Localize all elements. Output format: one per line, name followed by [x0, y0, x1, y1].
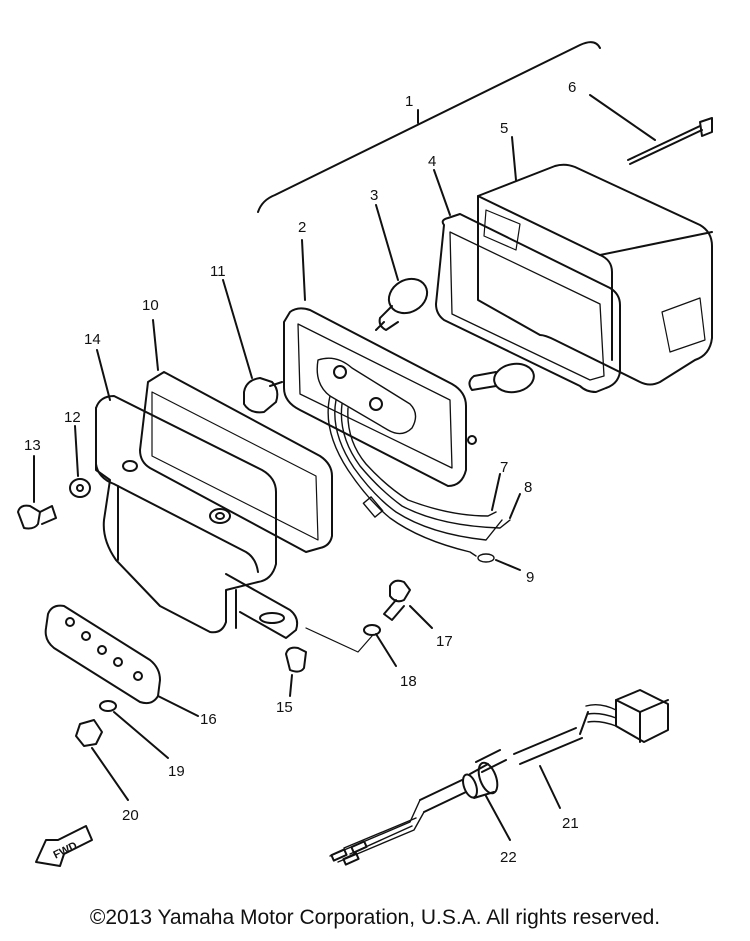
leader-7: [491, 473, 501, 511]
leader-11: [222, 279, 253, 379]
leader-6: [589, 94, 656, 141]
part-4-gasket: [435, 213, 621, 393]
part-19-washer: [99, 700, 117, 712]
leader-17: [409, 605, 433, 629]
part-label: 9: [526, 569, 534, 586]
part-label: 3: [370, 187, 378, 204]
part-bulb-2: [468, 362, 535, 394]
leader-18: [375, 633, 397, 667]
part-2-base-plate: [283, 307, 477, 487]
leader-15: [289, 674, 293, 697]
part-3-bulb: [375, 277, 429, 331]
part-label: 20: [122, 807, 139, 824]
leader-12: [74, 425, 79, 477]
leader-8: [509, 493, 521, 519]
tail-light-exploded-diagram: 1 2 3 4 5 6 7 8 9 10 11 12 13 14 15 16 1…: [17, 41, 713, 867]
part-13-bolt: [17, 504, 57, 530]
part-22-grommet: [329, 761, 499, 866]
part-label: 21: [562, 815, 579, 832]
part-18-washer: [363, 624, 381, 636]
part-label: 7: [500, 459, 508, 476]
assembly-line-18: [305, 627, 373, 653]
part-label: 8: [524, 479, 532, 496]
part-16-plate-bracket: [44, 604, 161, 705]
part-label: 12: [64, 409, 81, 426]
leader-16: [157, 695, 199, 717]
part-6-screw: [627, 117, 713, 165]
part-17-bolt: [383, 579, 411, 621]
leader-22: [485, 795, 511, 841]
part-12-washer: [69, 478, 91, 498]
part-label: 16: [200, 711, 217, 728]
part-15-spacer: [285, 646, 307, 673]
part-label: 17: [436, 633, 453, 650]
leader-14: [96, 349, 111, 401]
part-label: 13: [24, 437, 41, 454]
part-label: 11: [210, 263, 226, 280]
forward-arrow-icon: [35, 825, 93, 867]
part-label: 18: [400, 673, 417, 690]
part-11-socket: [243, 377, 283, 414]
part-label: 1: [405, 93, 413, 110]
part-label: 15: [276, 699, 293, 716]
part-label: 10: [142, 297, 159, 314]
leader-5: [511, 136, 517, 181]
copyright-notice: ©2013 Yamaha Motor Corporation, U.S.A. A…: [89, 906, 661, 929]
leader-9: [495, 559, 521, 571]
part-9-wire-harness: [327, 395, 511, 563]
leader-4: [433, 169, 451, 216]
part-label: 5: [500, 120, 508, 137]
leader-21: [539, 765, 561, 809]
part-label: 6: [568, 79, 576, 96]
part-10-gasket: [139, 371, 333, 553]
leader-3: [375, 204, 399, 281]
part-label: 2: [298, 219, 306, 236]
part-label: 4: [428, 153, 436, 170]
fwd-label: FWD: [51, 840, 79, 862]
part-21-sub-harness: [475, 689, 669, 773]
part-label: 14: [84, 331, 101, 348]
leader-19: [113, 711, 169, 759]
assembly-bracket: [257, 41, 601, 213]
part-14-housing: [95, 395, 299, 639]
leader-10: [152, 319, 159, 371]
part-label: 22: [500, 849, 517, 866]
part-label: 19: [168, 763, 185, 780]
leader-20: [91, 747, 129, 801]
part-20-nut: [75, 719, 103, 747]
leader-2: [301, 239, 306, 301]
part-5-lens: [477, 163, 713, 386]
